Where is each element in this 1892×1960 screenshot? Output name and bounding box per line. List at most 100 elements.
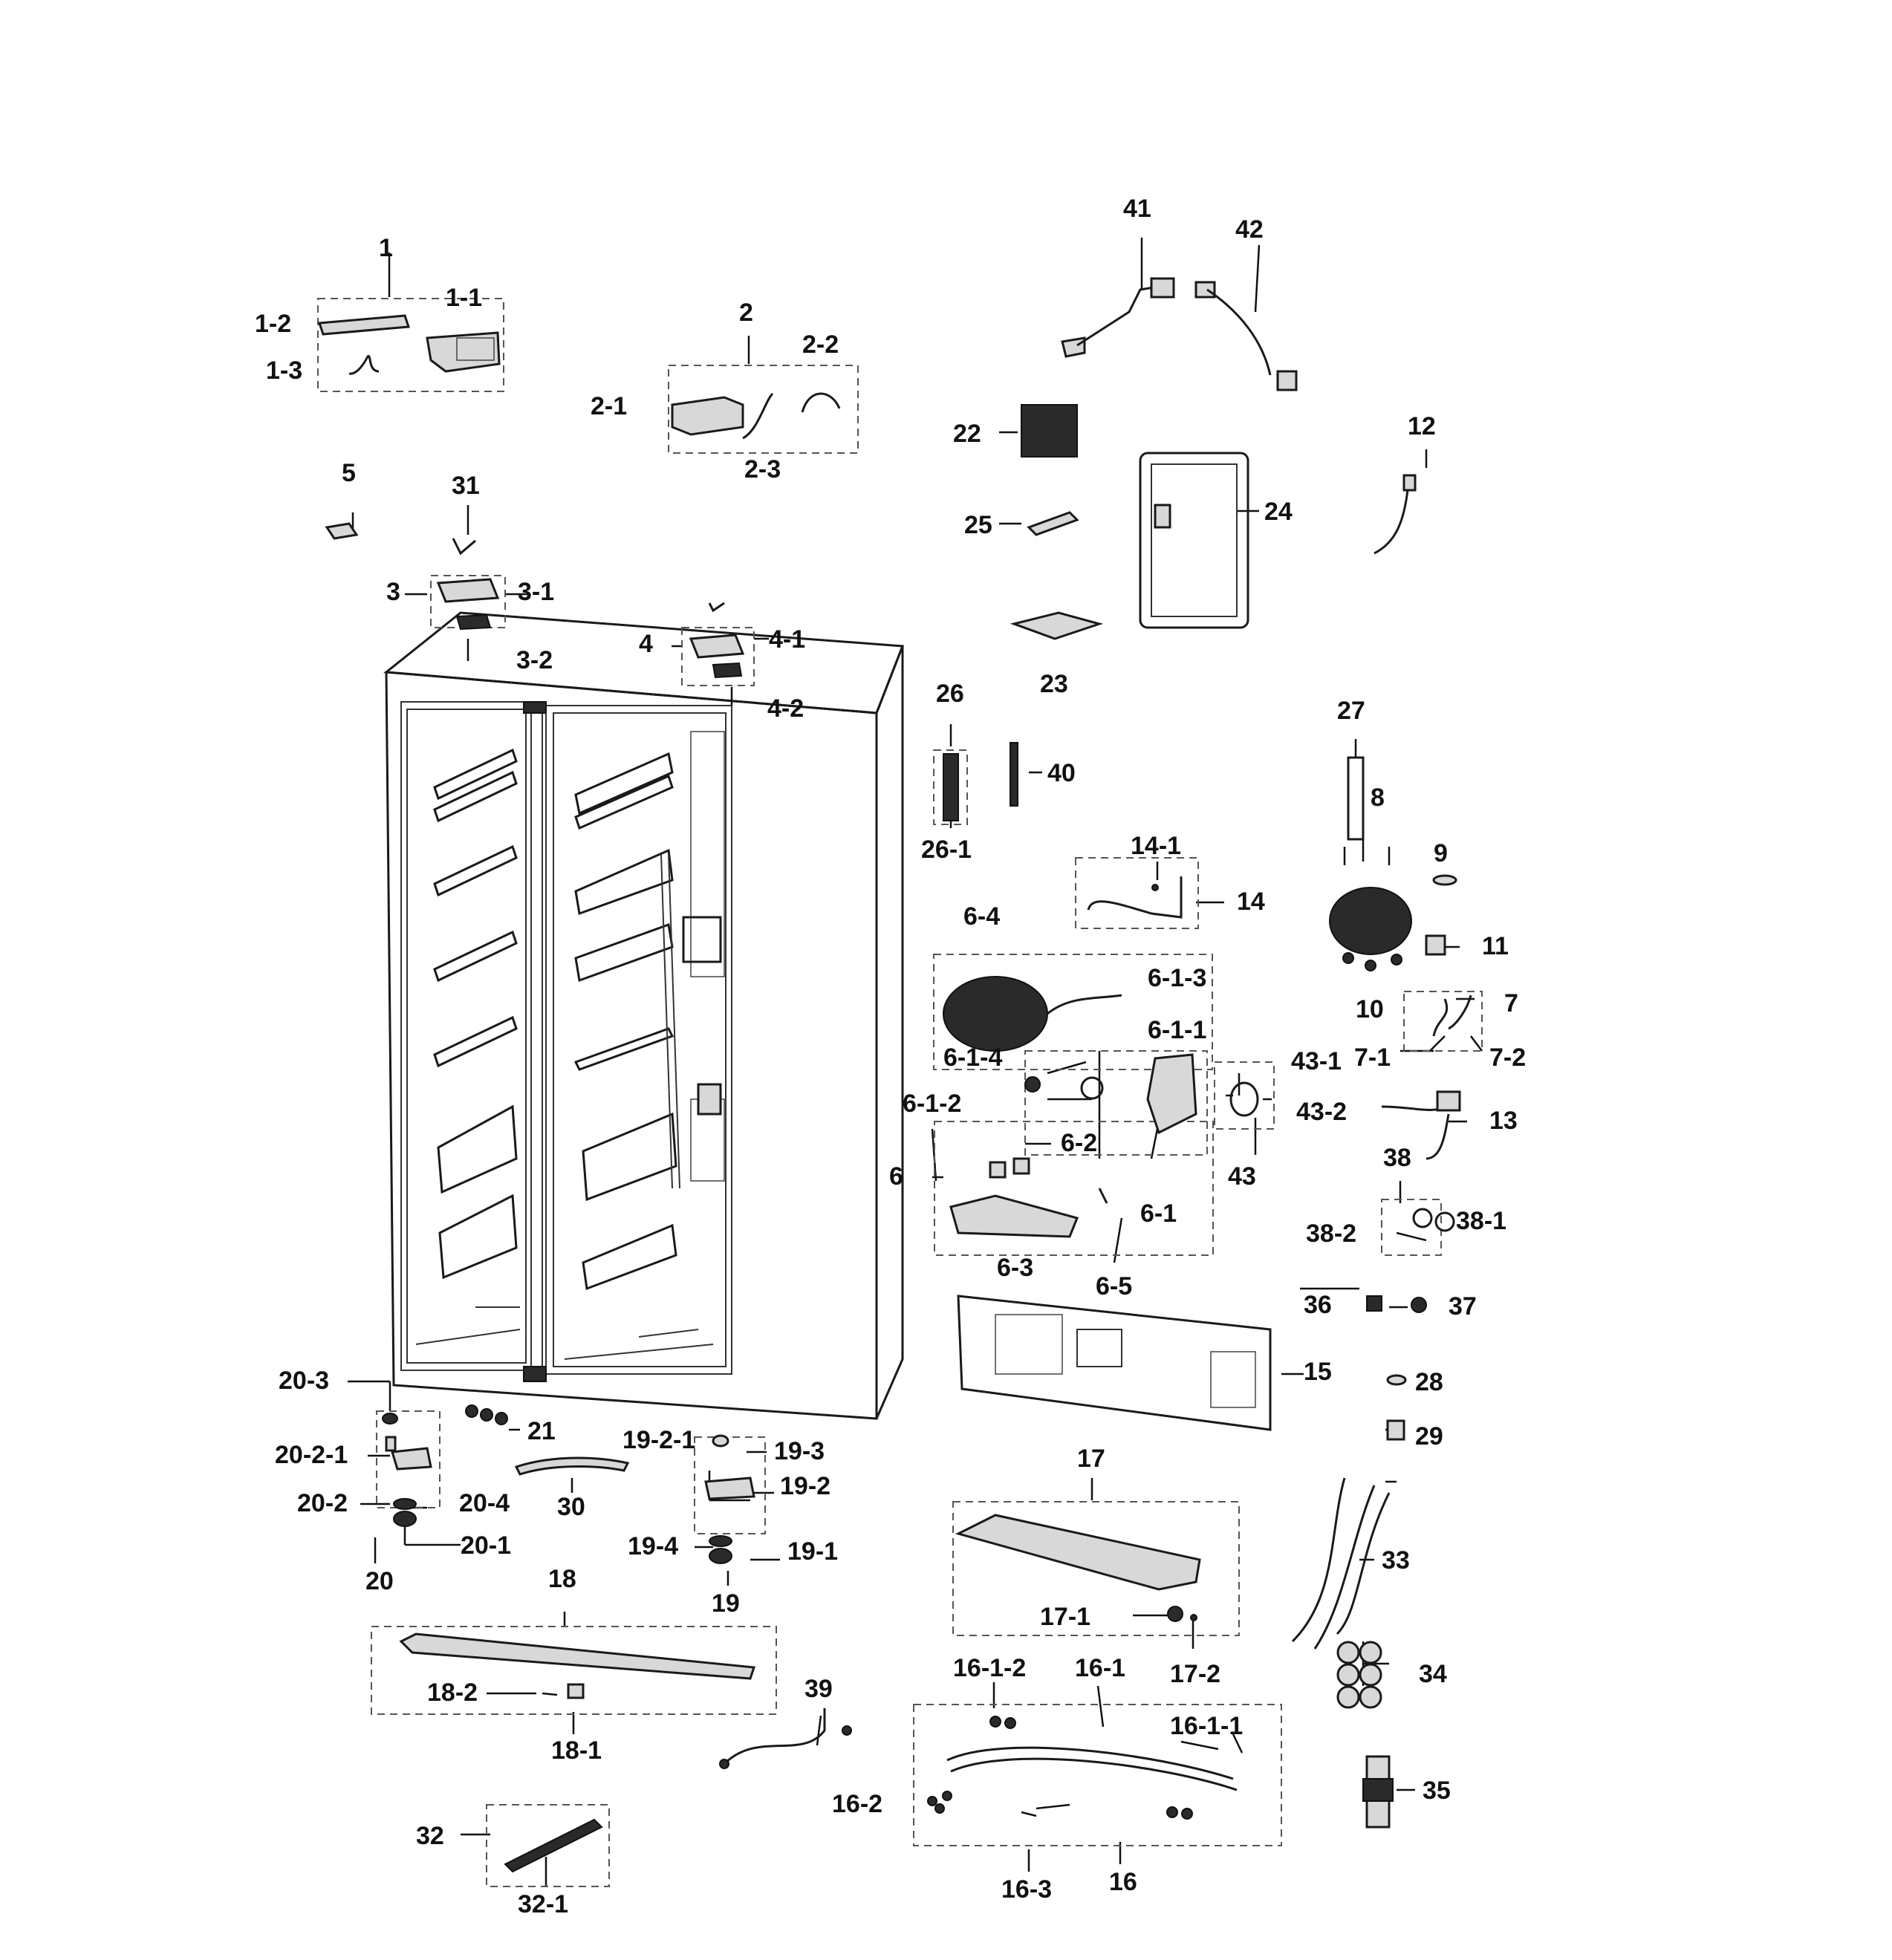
part-42-wire-harness <box>1194 281 1298 391</box>
label-6-1-4: 6-1-4 <box>943 1044 1002 1072</box>
label-7: 7 <box>1504 989 1518 1018</box>
part-26-filter <box>943 753 959 821</box>
label-4-2: 4-2 <box>767 694 804 723</box>
label-33: 33 <box>1382 1546 1410 1575</box>
label-6-4: 6-4 <box>963 902 1000 931</box>
part-8-compressor <box>1329 839 1412 971</box>
label-19-3: 19-3 <box>774 1437 825 1465</box>
label-6-5: 6-5 <box>1096 1272 1132 1300</box>
part-23-board <box>1010 611 1104 640</box>
part-38-clamp <box>1396 1208 1455 1242</box>
part-15-back-cover <box>957 1295 1272 1431</box>
label-15: 15 <box>1304 1358 1332 1386</box>
part-40-tube <box>1010 742 1018 807</box>
part-3-hinge <box>436 578 500 631</box>
label-31: 31 <box>452 472 480 500</box>
label-24: 24 <box>1264 498 1293 526</box>
label-18-2: 18-2 <box>427 1679 478 1707</box>
part-19-leg-assembly <box>704 1434 755 1564</box>
label-18-1: 18-1 <box>551 1736 602 1765</box>
label-19-1: 19-1 <box>787 1537 838 1566</box>
label-26-1: 26-1 <box>921 836 972 864</box>
label-6-1-3: 6-1-3 <box>1148 964 1206 992</box>
part-33-wire-harness <box>1291 1477 1391 1650</box>
label-20-3: 20-3 <box>279 1367 329 1395</box>
part-35-valve <box>1362 1755 1394 1829</box>
label-38-1: 38-1 <box>1456 1207 1506 1235</box>
label-20-4: 20-4 <box>459 1489 510 1517</box>
part-14-pipe <box>1087 876 1183 919</box>
part-36-spring <box>1366 1295 1382 1312</box>
label-6-2: 6-2 <box>1061 1129 1097 1157</box>
label-27: 27 <box>1337 697 1365 725</box>
label-16-1: 16-1 <box>1075 1654 1125 1682</box>
label-22: 22 <box>953 420 981 448</box>
part-39-wire <box>719 1708 852 1769</box>
part-21-screws <box>465 1404 508 1425</box>
label-3-2: 3-2 <box>516 646 553 674</box>
label-29: 29 <box>1415 1422 1443 1451</box>
label-5: 5 <box>342 459 356 487</box>
label-30: 30 <box>557 1493 585 1521</box>
part-25-module <box>1027 511 1079 536</box>
label-6-1-1: 6-1-1 <box>1148 1016 1206 1044</box>
group-boxes <box>317 298 1483 1887</box>
part-29-cap <box>1386 1419 1405 1441</box>
label-14-1: 14-1 <box>1131 832 1181 860</box>
label-7-2: 7-2 <box>1489 1044 1526 1072</box>
label-14: 14 <box>1237 888 1265 916</box>
label-21: 21 <box>527 1417 556 1445</box>
label-11: 11 <box>1482 932 1509 960</box>
part-7-wire <box>1432 994 1472 1037</box>
label-38: 38 <box>1383 1144 1411 1172</box>
part-16-pipe-assembly <box>927 1716 1238 1820</box>
label-19: 19 <box>712 1589 740 1618</box>
label-1-3: 1-3 <box>266 356 302 385</box>
label-23: 23 <box>1040 670 1068 698</box>
part-11-relay <box>1425 934 1446 956</box>
label-39: 39 <box>804 1675 833 1703</box>
label-2: 2 <box>739 299 753 327</box>
refrigerator-cabinet <box>383 611 905 1420</box>
part-41-bracket <box>1061 277 1175 358</box>
label-19-2-1: 19-2-1 <box>622 1426 695 1454</box>
callout-labels: 1 1-1 1-2 1-3 2 2-1 2-2 2-3 5 31 3 3-1 3… <box>255 195 1526 1918</box>
label-1-2: 1-2 <box>255 310 291 338</box>
label-6-1-2: 6-1-2 <box>903 1090 961 1118</box>
label-2-1: 2-1 <box>591 392 627 420</box>
leader-lines <box>348 238 1483 1886</box>
label-16-1-1: 16-1-1 <box>1170 1712 1243 1740</box>
part-37-cap <box>1411 1297 1427 1313</box>
label-41: 41 <box>1123 195 1151 223</box>
label-7-1: 7-1 <box>1354 1044 1391 1072</box>
label-20: 20 <box>365 1567 394 1595</box>
label-17: 17 <box>1077 1445 1105 1473</box>
part-2-control-module <box>671 392 841 440</box>
part-6-1-fan-assembly <box>949 1053 1259 1238</box>
part-4-hinge <box>689 602 745 679</box>
label-43: 43 <box>1228 1162 1256 1191</box>
label-6-1: 6-1 <box>1140 1199 1177 1228</box>
part-18-cover <box>399 1632 756 1699</box>
part-20-leg-assembly <box>382 1413 432 1527</box>
label-43-1: 43-1 <box>1291 1047 1342 1075</box>
label-25: 25 <box>964 511 992 539</box>
label-16-1-2: 16-1-2 <box>953 1654 1026 1682</box>
part-9-clip <box>1432 874 1457 886</box>
part-31-hinge-pin <box>452 538 476 556</box>
label-3-1: 3-1 <box>518 578 554 606</box>
label-28: 28 <box>1415 1368 1443 1396</box>
label-26: 26 <box>936 680 964 708</box>
label-42: 42 <box>1235 215 1264 244</box>
label-16: 16 <box>1109 1868 1137 1896</box>
label-16-3: 16-3 <box>1001 1875 1052 1904</box>
label-2-2: 2-2 <box>802 331 839 359</box>
part-17-drain-pan <box>955 1514 1201 1622</box>
label-2-3: 2-3 <box>744 455 781 484</box>
label-1-1: 1-1 <box>446 284 482 312</box>
label-34: 34 <box>1419 1660 1447 1688</box>
part-5-pad <box>325 522 359 540</box>
part-32-strip <box>504 1818 603 1873</box>
label-40: 40 <box>1047 759 1076 787</box>
